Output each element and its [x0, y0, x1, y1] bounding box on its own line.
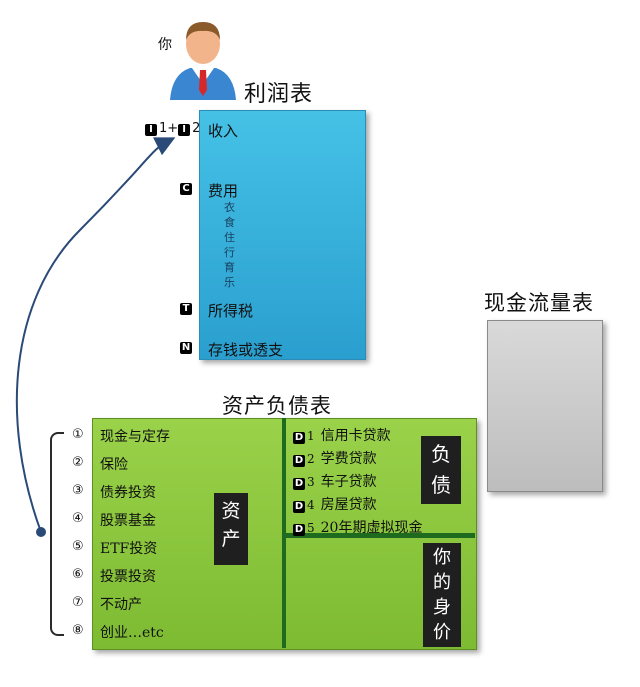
income-sep: 1+ [159, 121, 179, 136]
liability-num-1: 1 [307, 429, 315, 443]
expense-sub-items: 衣 食 住 行 育 乐 [224, 200, 235, 290]
liability-label-4: 房屋贷款 [320, 497, 377, 513]
liability-badge-4: D [293, 501, 305, 513]
liability-num-4: 4 [307, 498, 315, 512]
asset-num-3: ③ [72, 483, 84, 498]
networth-char-2: 的 [433, 572, 451, 593]
expense-badge: C [180, 183, 192, 195]
income-badge-2: I [178, 124, 191, 136]
asset-label-4: 股票基金 [100, 513, 156, 529]
asset-num-5: ⑤ [72, 539, 84, 554]
tax-label: 所得税 [208, 302, 254, 320]
liabilities-vertical-label: 负 债 [421, 436, 461, 504]
income-label: 收入 [208, 122, 239, 140]
expense-label: 费用 [208, 182, 239, 200]
asset-label-8: 创业…etc [100, 625, 164, 641]
asset-label-1: 现金与定存 [100, 429, 170, 445]
liability-badge-3: D [293, 478, 305, 490]
balance-sheet-title: 资产负债表 [222, 394, 332, 418]
asset-num-7: ⑦ [72, 595, 84, 610]
asset-label-7: 不动产 [100, 597, 142, 613]
asset-num-8: ⑧ [72, 623, 84, 638]
expense-item-clothing: 衣 [224, 201, 235, 214]
businessman-icon [170, 22, 236, 100]
liability-badge-2: D [293, 455, 305, 467]
expense-item-food: 食 [224, 216, 235, 229]
liability-label-1: 信用卡贷款 [320, 428, 391, 444]
balance-divider-horizontal [284, 533, 475, 538]
networth-char-4: 价 [433, 622, 451, 643]
expense-item-housing: 住 [224, 231, 235, 244]
asset-label-3: 债券投资 [100, 485, 156, 501]
net-badge: N [180, 342, 192, 354]
liability-badge-1: D [293, 432, 305, 444]
assets-char-2: 产 [221, 528, 241, 550]
assets-char-1: 资 [221, 500, 241, 522]
expense-item-transport: 行 [224, 246, 235, 259]
networth-char-1: 你 [433, 547, 451, 568]
asset-num-4: ④ [72, 511, 84, 526]
liability-num-2: 2 [307, 452, 315, 466]
income-statement-box [199, 110, 366, 360]
liability-num-3: 3 [307, 475, 315, 489]
income-suffix: 2 [192, 121, 201, 136]
liabilities-char-2: 债 [431, 473, 451, 497]
income-statement-title: 利润表 [244, 82, 314, 107]
liability-label-3: 车子贷款 [320, 474, 377, 490]
income-badge-1: I [145, 124, 157, 136]
asset-num-6: ⑥ [72, 567, 84, 582]
networth-char-3: 身 [433, 597, 451, 618]
cash-flow-title: 现金流量表 [484, 291, 594, 315]
tax-badge: T [180, 303, 192, 315]
asset-label-2: 保险 [100, 457, 128, 473]
asset-label-5: ETF投资 [100, 541, 158, 557]
assets-connector-dot [36, 527, 46, 537]
expense-item-education: 育 [224, 261, 235, 274]
assets-vertical-label: 资 产 [214, 493, 248, 565]
net-label: 存钱或透支 [208, 341, 284, 359]
asset-num-1: ① [72, 427, 84, 442]
liability-badge-5: D [293, 524, 305, 536]
liabilities-char-1: 负 [431, 442, 451, 466]
liability-label-5: 20年期虚拟现金 [320, 520, 423, 536]
asset-num-2: ② [72, 455, 84, 470]
liability-num-5: 5 [307, 521, 315, 535]
cash-flow-box [487, 320, 603, 492]
expense-item-leisure: 乐 [224, 276, 235, 289]
liability-label-2: 学费贷款 [320, 451, 377, 467]
asset-label-6: 投票投资 [100, 569, 156, 585]
person-label: 你 [158, 37, 172, 53]
networth-vertical-label: 你 的 身 价 [423, 543, 461, 647]
assets-bracket [50, 432, 64, 636]
